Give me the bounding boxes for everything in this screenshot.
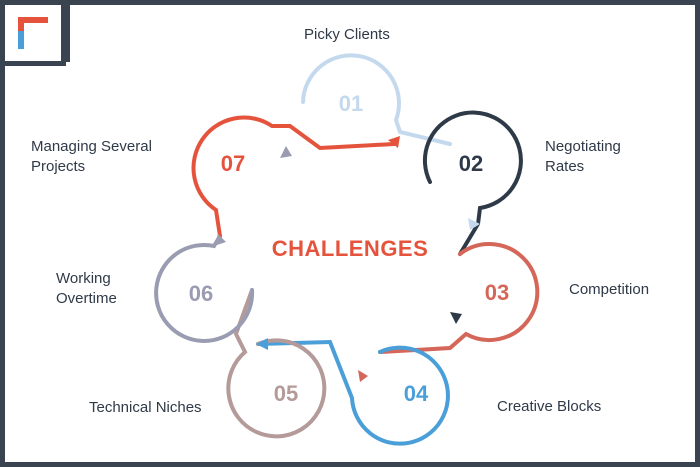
- challenge-06-ring: [154, 234, 255, 343]
- logo: [0, 0, 66, 66]
- arrow-head-02: [468, 218, 480, 230]
- arrow-head-06: [214, 234, 226, 246]
- center-title: CHALLENGES: [271, 236, 429, 261]
- challenge-07-number: 07: [221, 151, 245, 176]
- challenge-04-node: 04: [256, 339, 450, 446]
- challenge-04-number: 04: [404, 381, 429, 406]
- arrow-head-04: [358, 370, 368, 382]
- challenge-02-ring: [422, 110, 523, 256]
- label-managing-several-projects: Managing Several Projects: [31, 138, 152, 175]
- challenge-07-node: 07: [191, 115, 396, 238]
- label-working-overtime: Working Overtime: [56, 270, 117, 307]
- arrow-head-03: [450, 312, 462, 324]
- challenge-03-number: 03: [485, 280, 509, 305]
- challenge-05-number: 05: [274, 381, 298, 406]
- challenge-06-node: 06: [154, 234, 255, 343]
- challenge-03-node: 03: [378, 242, 540, 354]
- challenge-01-ring: [301, 53, 452, 146]
- challenge-04-ring: [256, 339, 450, 446]
- label-technical-niches: Technical Niches: [89, 399, 202, 416]
- challenge-07-ring: [191, 115, 396, 238]
- arrow-head-07: [280, 146, 292, 158]
- challenge-02-number: 02: [459, 151, 483, 176]
- label-negotiating-rates: Negotiating Rates: [545, 138, 621, 175]
- challenge-05-ring: [226, 288, 327, 439]
- challenge-05-node: 05: [226, 288, 327, 439]
- label-competition: Competition: [569, 281, 650, 298]
- challenge-01-node: 01: [301, 53, 452, 146]
- challenge-06-number: 06: [189, 281, 213, 306]
- label-creative-blocks: Creative Blocks: [497, 398, 602, 415]
- label-picky-clients: Picky Clients: [304, 26, 390, 43]
- arrow-head-01: [388, 136, 400, 148]
- challenge-02-node: 02: [422, 110, 523, 256]
- challenge-03-ring: [378, 242, 540, 354]
- challenge-01-number: 01: [339, 91, 363, 116]
- arrow-head-05: [256, 338, 268, 350]
